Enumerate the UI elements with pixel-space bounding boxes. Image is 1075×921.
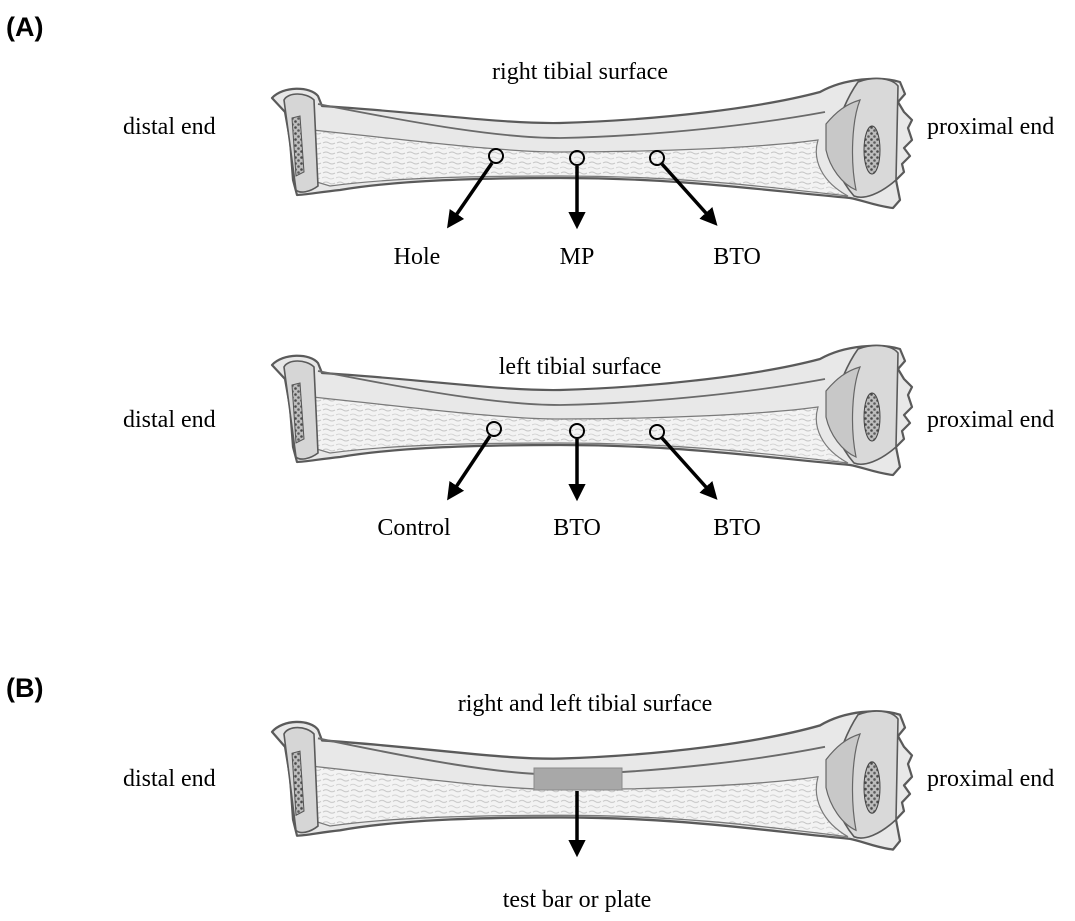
right-tibia-bone xyxy=(272,79,912,208)
right-tibia-figure: right tibial surface distal end proximal… xyxy=(123,59,1054,270)
panel-b-distal-end-label: distal end xyxy=(123,766,216,792)
panel-b-title: right and left tibial surface xyxy=(458,691,713,717)
panel-label-b: (B) xyxy=(6,673,43,703)
right-distal-end-label: distal end xyxy=(123,114,216,140)
left-tibia-figure: left tibial surface distal end proximal … xyxy=(123,346,1054,541)
right-site-label-2: MP xyxy=(560,244,595,270)
left-proximal-end-label: proximal end xyxy=(927,407,1054,433)
right-tibia-title: right tibial surface xyxy=(492,59,668,85)
right-site-label-3: BTO xyxy=(713,244,761,270)
left-site-label-3: BTO xyxy=(713,515,761,541)
right-site-label-1: Hole xyxy=(394,244,441,270)
left-site-label-2: BTO xyxy=(553,515,601,541)
panel-b-proximal-end-label: proximal end xyxy=(927,766,1054,792)
right-proximal-end-label: proximal end xyxy=(927,114,1054,140)
left-distal-end-label: distal end xyxy=(123,407,216,433)
panel-label-a: (A) xyxy=(6,12,43,42)
panel-b-figure: right and left tibial surface distal end… xyxy=(123,691,1054,913)
test-bar-implant xyxy=(534,768,622,790)
left-site-label-1: Control xyxy=(377,515,451,541)
left-tibia-title: left tibial surface xyxy=(499,354,662,380)
implant-label: test bar or plate xyxy=(503,887,652,913)
